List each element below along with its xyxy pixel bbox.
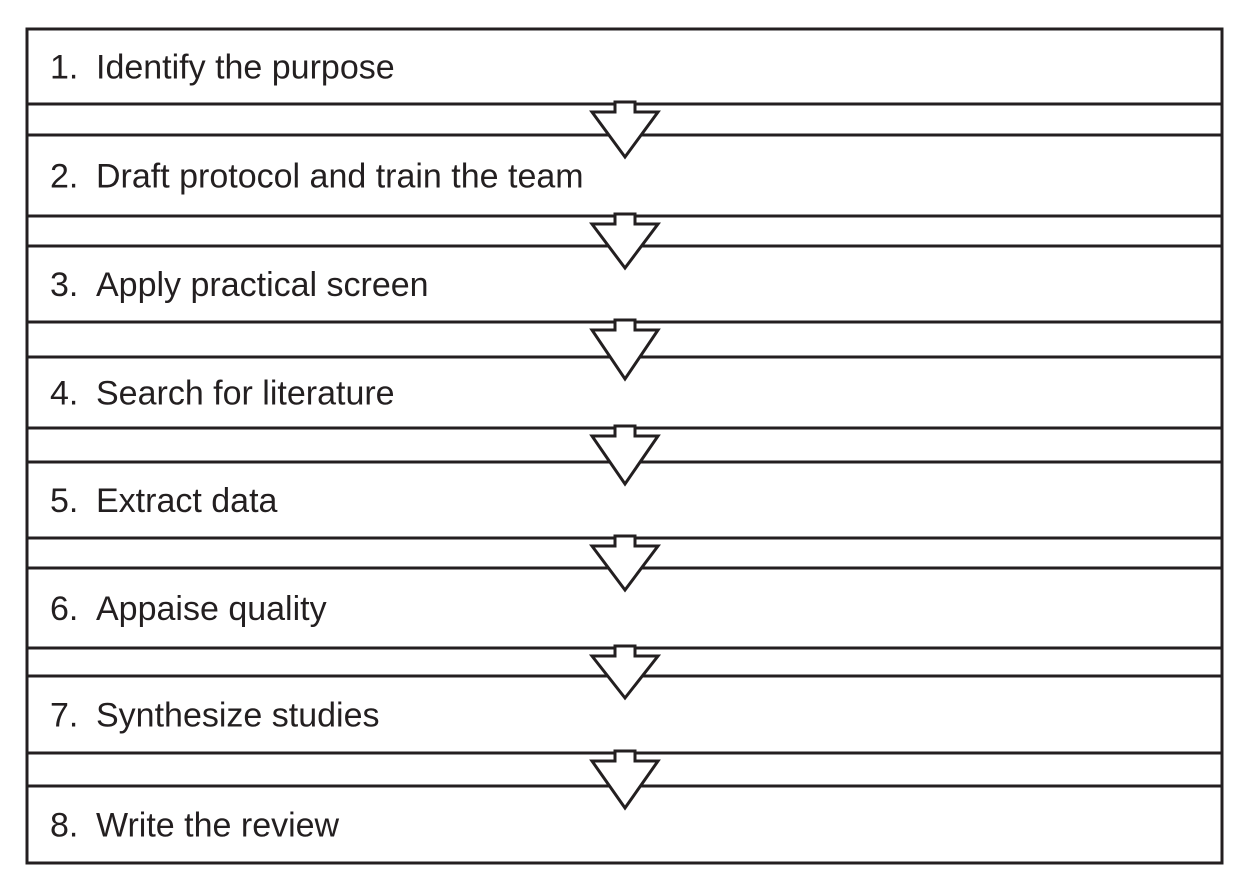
down-arrow-icon [589, 100, 661, 160]
down-arrow-icon [588, 644, 662, 701]
step-number: 6. [50, 590, 78, 628]
step-box: 1. Identify the purpose [25, 27, 1224, 106]
step-label: Search for literature [96, 375, 395, 413]
step-number: 4. [50, 375, 78, 413]
step-number: 3. [50, 266, 78, 304]
step-number: 5. [50, 482, 78, 520]
arrows-layer [588, 100, 662, 811]
step-label: Appaise quality [96, 590, 327, 628]
down-arrow-icon [589, 534, 661, 593]
down-arrow-icon [589, 749, 661, 811]
down-arrow-icon [589, 212, 661, 271]
step-label: Apply practical screen [96, 266, 429, 304]
step-label: Extract data [96, 482, 278, 520]
down-arrow-icon [589, 318, 661, 382]
step-number: 7. [50, 697, 78, 735]
step-number: 1. [50, 49, 78, 87]
step-label: Synthesize studies [96, 697, 380, 735]
down-arrow-icon [589, 424, 661, 487]
step-label: Identify the purpose [96, 49, 395, 87]
step-box-border [25, 27, 1224, 106]
step-number: 8. [50, 807, 78, 845]
diagram-frame [25, 27, 1224, 865]
step-number: 2. [50, 158, 78, 196]
step-label: Write the review [96, 807, 340, 845]
step-label: Draft protocol and train the team [96, 158, 584, 196]
